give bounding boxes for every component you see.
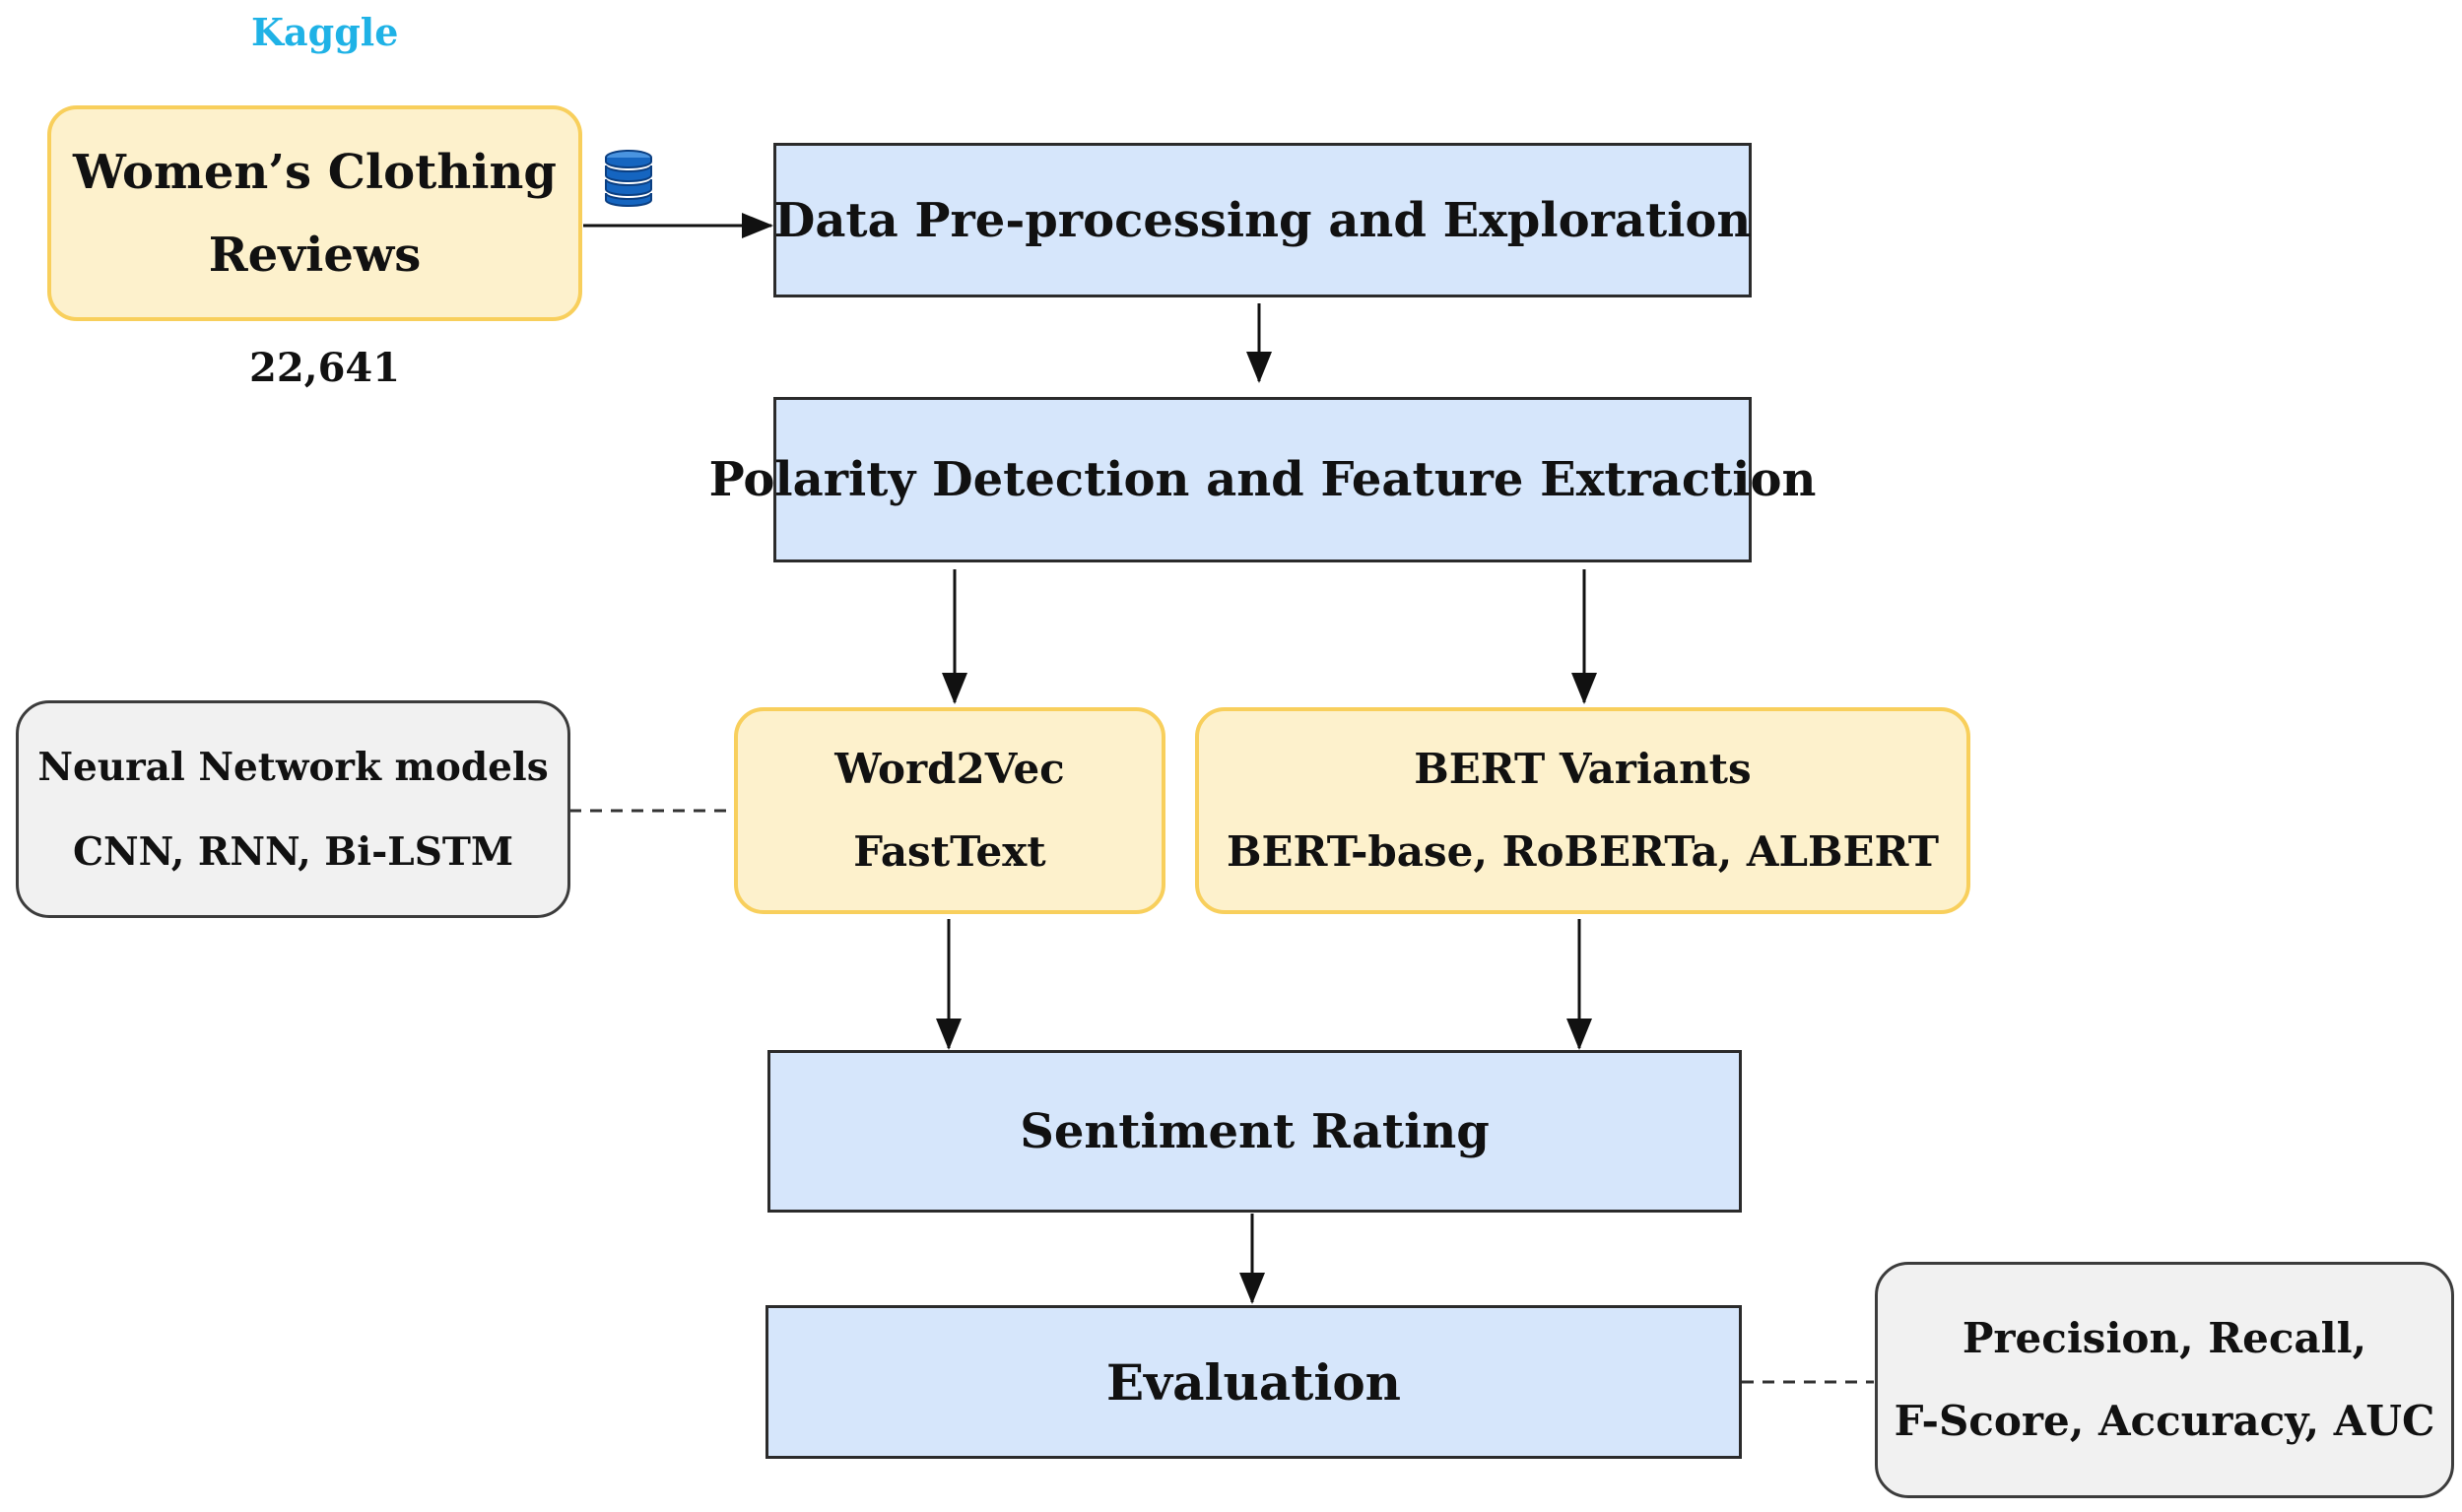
metrics-line-2: F-Score, Accuracy, AUC [1894,1397,2435,1445]
dataset-title-line-2: Reviews [208,227,422,283]
sentiment-rating-step: Sentiment Rating [767,1050,1742,1213]
metrics-line-1: Precision, Recall, [1962,1314,2367,1362]
dataset-record-count: 22,641 [249,345,401,391]
metrics-box: Precision, Recall, F-Score, Accuracy, AU… [1875,1262,2454,1498]
neural-models-title: Neural Network models [37,744,549,790]
word-embeddings-line-1: Word2Vec [834,745,1065,793]
database-icon [605,150,652,207]
bert-variants-list: BERT-base, RoBERTa, ALBERT [1227,827,1939,876]
evaluation-step: Evaluation [765,1305,1742,1459]
preprocessing-step-label: Data Pre-processing and Exploration [773,192,1752,248]
polarity-step: Polarity Detection and Feature Extractio… [709,397,1816,562]
neural-models-list: CNN, RNN, Bi-LSTM [72,828,514,875]
bert-variants-box: BERT Variants BERT-base, RoBERTa, ALBERT [1195,707,1970,914]
evaluation-label: Evaluation [1105,1352,1402,1412]
neural-models-box: Neural Network models CNN, RNN, Bi-LSTM [16,700,570,918]
source-label: Kaggle [251,10,399,54]
dataset-box: Women’s Clothing Reviews [47,105,582,321]
preprocessing-step: Data Pre-processing and Exploration [773,143,1752,297]
dataset-title-line-1: Women’s Clothing [73,144,557,200]
word-embeddings-line-2: FastText [853,827,1046,876]
word-embeddings-box: Word2Vec FastText [734,707,1165,914]
polarity-step-label: Polarity Detection and Feature Extractio… [708,452,1817,507]
sentiment-rating-label: Sentiment Rating [1020,1103,1490,1159]
bert-variants-title: BERT Variants [1414,745,1752,793]
